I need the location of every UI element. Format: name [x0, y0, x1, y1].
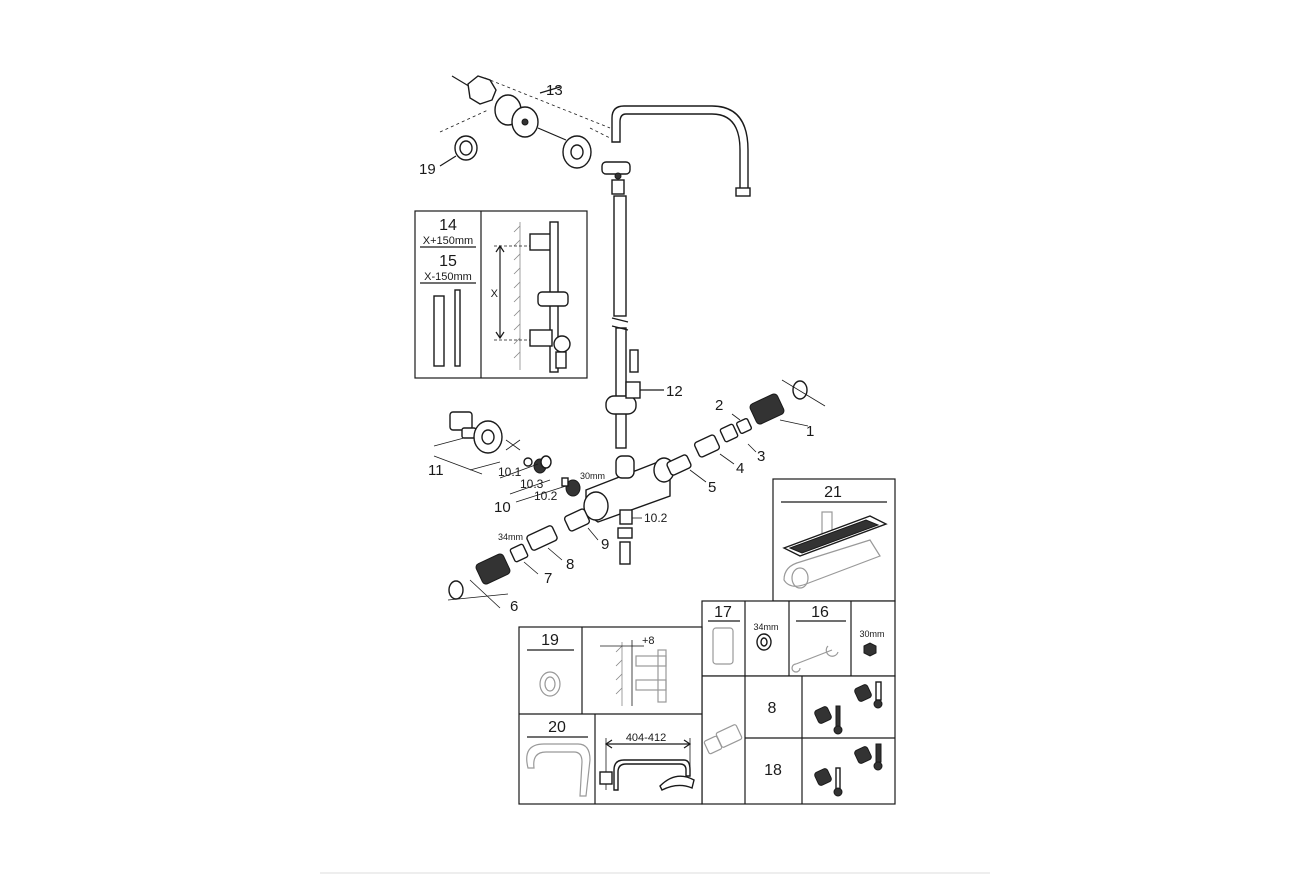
callout-10-2: 10.2 [534, 489, 558, 503]
box-19-20 [518, 626, 703, 805]
box-21-number: 21 [824, 484, 842, 501]
callout-13: 13 [546, 82, 563, 99]
callout-12: 12 [666, 383, 683, 400]
box-17-dim: 34mm [753, 622, 778, 632]
inset-x-label: X [491, 288, 499, 300]
box-21-shelf [772, 478, 896, 602]
right-cartridge-group [666, 379, 826, 476]
hand-shower-slider [605, 349, 664, 415]
callout-10: 10 [494, 499, 511, 516]
inset-rail-length [414, 210, 588, 379]
box-8-number: 8 [768, 700, 777, 717]
wall-bracket-assembly [439, 75, 611, 169]
callout-10-2-lower: 10.2 [644, 511, 668, 525]
callout-10-1: 10.1 [498, 465, 522, 479]
inset-14: 14 [439, 217, 457, 234]
left-cartridge-group [447, 508, 599, 609]
callout-1: 1 [806, 423, 814, 440]
box-20-span: 404-412 [626, 732, 666, 744]
riser-rail [611, 195, 629, 449]
callout-7: 7 [544, 570, 552, 587]
callout-3: 3 [757, 448, 765, 465]
shower-arm [601, 105, 751, 197]
box-8-18-cartridges [701, 675, 896, 805]
inset-x-minus: X-150mm [424, 271, 472, 283]
dim-34mm-main: 34mm [498, 532, 523, 542]
callout-9: 9 [601, 536, 609, 553]
box-19-offset: +8 [642, 635, 655, 647]
box-17-number: 17 [714, 604, 732, 621]
callout-19: 19 [419, 161, 436, 178]
box-16-dim: 30mm [859, 629, 884, 639]
box-19-number: 19 [541, 632, 559, 649]
callout-4: 4 [736, 460, 744, 477]
box-20-number: 20 [548, 719, 566, 736]
inset-15: 15 [439, 253, 457, 270]
dim-30mm-main: 30mm [580, 471, 605, 481]
callout-6: 6 [510, 598, 518, 615]
box-18-number: 18 [764, 762, 782, 779]
inset-x-plus: X+150mm [423, 235, 473, 247]
callout-10-3: 10.3 [520, 477, 544, 491]
callout-8: 8 [566, 556, 574, 573]
callout-11: 11 [428, 462, 444, 479]
callout-5: 5 [708, 479, 716, 496]
box-16-number: 16 [811, 604, 829, 621]
left-inlet-group [433, 411, 581, 503]
box-17-16-tools [701, 600, 896, 677]
callout-2: 2 [715, 397, 723, 414]
